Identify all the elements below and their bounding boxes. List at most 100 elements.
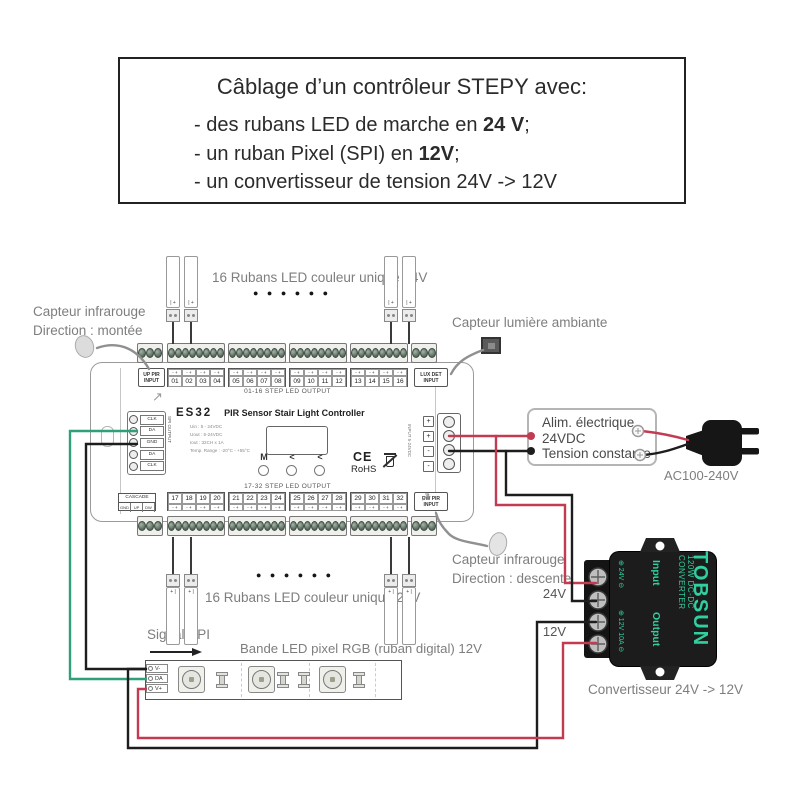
screw-terminal xyxy=(271,348,278,358)
terminal-polarity: - + xyxy=(318,504,332,511)
bottom-ellipsis-dots: ● ● ● ● ● ● xyxy=(256,570,335,580)
connector-pin xyxy=(410,314,413,317)
screw-terminal xyxy=(339,348,346,358)
screw-terminal xyxy=(318,521,325,531)
connector-pin xyxy=(392,314,395,317)
terminal-polarity: - + xyxy=(290,369,304,376)
terminal-polarity: - + xyxy=(168,504,182,511)
terminal-number: 21 xyxy=(229,493,243,504)
plug-body xyxy=(702,420,742,466)
converter-terminal-plate xyxy=(584,560,612,658)
screw-terminal xyxy=(365,348,372,358)
cable-slot xyxy=(101,426,114,447)
bullet-text: - un ruban Pixel (SPI) en xyxy=(194,142,419,165)
converter-output-marks: ⊕ 12V 10A ⊖ xyxy=(617,610,624,653)
screw-terminal xyxy=(182,348,189,358)
controller-model: ES32 xyxy=(176,407,213,419)
terminal-number: 19 xyxy=(196,493,210,504)
controller-name: PIR Sensor Stair Light Controller xyxy=(224,408,365,418)
screw-terminal xyxy=(379,348,386,358)
screw-terminal xyxy=(210,348,217,358)
cascade-label: CASCADE xyxy=(119,494,155,503)
terminal-screw-block xyxy=(411,343,437,363)
button-label: < xyxy=(317,452,323,462)
top-strips-label: 16 Rubans LED couleur unique 24V xyxy=(212,270,428,285)
screw-terminal xyxy=(278,521,285,531)
screw-terminal xyxy=(311,521,318,531)
led-lens xyxy=(323,670,342,689)
rohs-mark: RoHS xyxy=(351,464,377,475)
strip-connector xyxy=(384,574,398,587)
wire-12v-label: 12V xyxy=(542,624,566,639)
terminal-screw-block xyxy=(350,516,408,536)
terminal-number: 09 xyxy=(290,376,304,387)
controller-specs: Uin : 5 - 24VDC Uout : 5-24VDC Iout : 32… xyxy=(190,423,250,455)
pixel-pin-label: V- xyxy=(155,665,161,672)
screw-terminal xyxy=(175,521,182,531)
terminal-number: 22 xyxy=(243,493,257,504)
strip-polarity-mark: + | xyxy=(388,589,394,595)
terminal-polarity: - + xyxy=(365,369,379,376)
terminal-number: 20 xyxy=(210,493,224,504)
cut-line xyxy=(375,663,376,697)
led-strip-24v: + | xyxy=(402,587,416,645)
spi-pin-row: DA xyxy=(129,426,164,437)
power-polarity-cell: + xyxy=(423,416,434,427)
title-box: Câblage d’un contrôleur STEPY avec: - de… xyxy=(118,57,686,204)
terminal-polarity: - + xyxy=(365,504,379,511)
strip-polarity-mark: | + xyxy=(188,300,194,306)
led-strip-24v: + | xyxy=(384,587,398,645)
converter-output-label: Output xyxy=(650,612,662,647)
terminal-number: 11 xyxy=(318,376,332,387)
ce-mark: CE xyxy=(353,450,373,464)
terminal-polarity: - + xyxy=(271,369,285,376)
screw-terminal xyxy=(168,521,175,531)
title-bullets: - des rubans LED de marche en 24 V;- un … xyxy=(194,111,684,197)
screw-terminal xyxy=(420,521,428,531)
screw-terminal xyxy=(236,348,243,358)
terminal-screw-block xyxy=(137,516,163,536)
screw-terminal xyxy=(196,521,203,531)
terminal-polarity: - + xyxy=(257,369,271,376)
terminal-number: 06 xyxy=(243,376,257,387)
screw-terminal xyxy=(236,521,243,531)
terminal-number: 05 xyxy=(229,376,243,387)
cascade-pin: GND xyxy=(119,503,131,512)
plug-prong xyxy=(740,428,759,435)
callout-arrow-icon: ↗ xyxy=(152,389,163,404)
screw-terminal xyxy=(146,348,154,358)
plug-voltage-label: AC100-240V xyxy=(664,468,739,483)
screw-terminal xyxy=(138,348,146,358)
terminal-number: 16 xyxy=(393,376,407,387)
led-chip xyxy=(178,666,205,693)
terminal-polarity: - + xyxy=(210,504,224,511)
screw-terminal xyxy=(365,521,372,531)
lux-det-input-port: LUX DET INPUT xyxy=(414,368,448,387)
sensor-window xyxy=(487,342,495,349)
bullet-text: ; xyxy=(454,142,460,165)
screw-terminal xyxy=(332,521,339,531)
terminal-polarity: - + xyxy=(304,369,318,376)
screw-terminal xyxy=(393,521,400,531)
terminal-polarity: - + xyxy=(332,504,346,511)
terminal-screw-block xyxy=(137,343,163,363)
spec-line: Temp. Range : -20°C - +55°C xyxy=(190,448,250,453)
bin-lid xyxy=(384,453,396,455)
spi-pin-label: CLK xyxy=(140,414,164,425)
spec-line: Uout : 5-24VDC xyxy=(190,432,223,437)
terminal-number: 14 xyxy=(365,376,379,387)
plug-cable xyxy=(686,430,704,456)
power-polarity-cell: + xyxy=(423,431,434,442)
converter-input-marks: ⊕ 24V ⊖ xyxy=(617,560,624,589)
port-label: INPUT xyxy=(423,377,439,384)
title-bullet: - des rubans LED de marche en 24 V; xyxy=(194,111,684,140)
connector-pin xyxy=(169,314,172,317)
bullet-text: 12V xyxy=(418,142,455,165)
plug-prong xyxy=(740,448,759,455)
screw-terminal xyxy=(257,348,264,358)
right-endcap-line xyxy=(435,368,436,514)
strip-connector xyxy=(384,309,398,322)
terminal-number: 31 xyxy=(379,493,393,504)
